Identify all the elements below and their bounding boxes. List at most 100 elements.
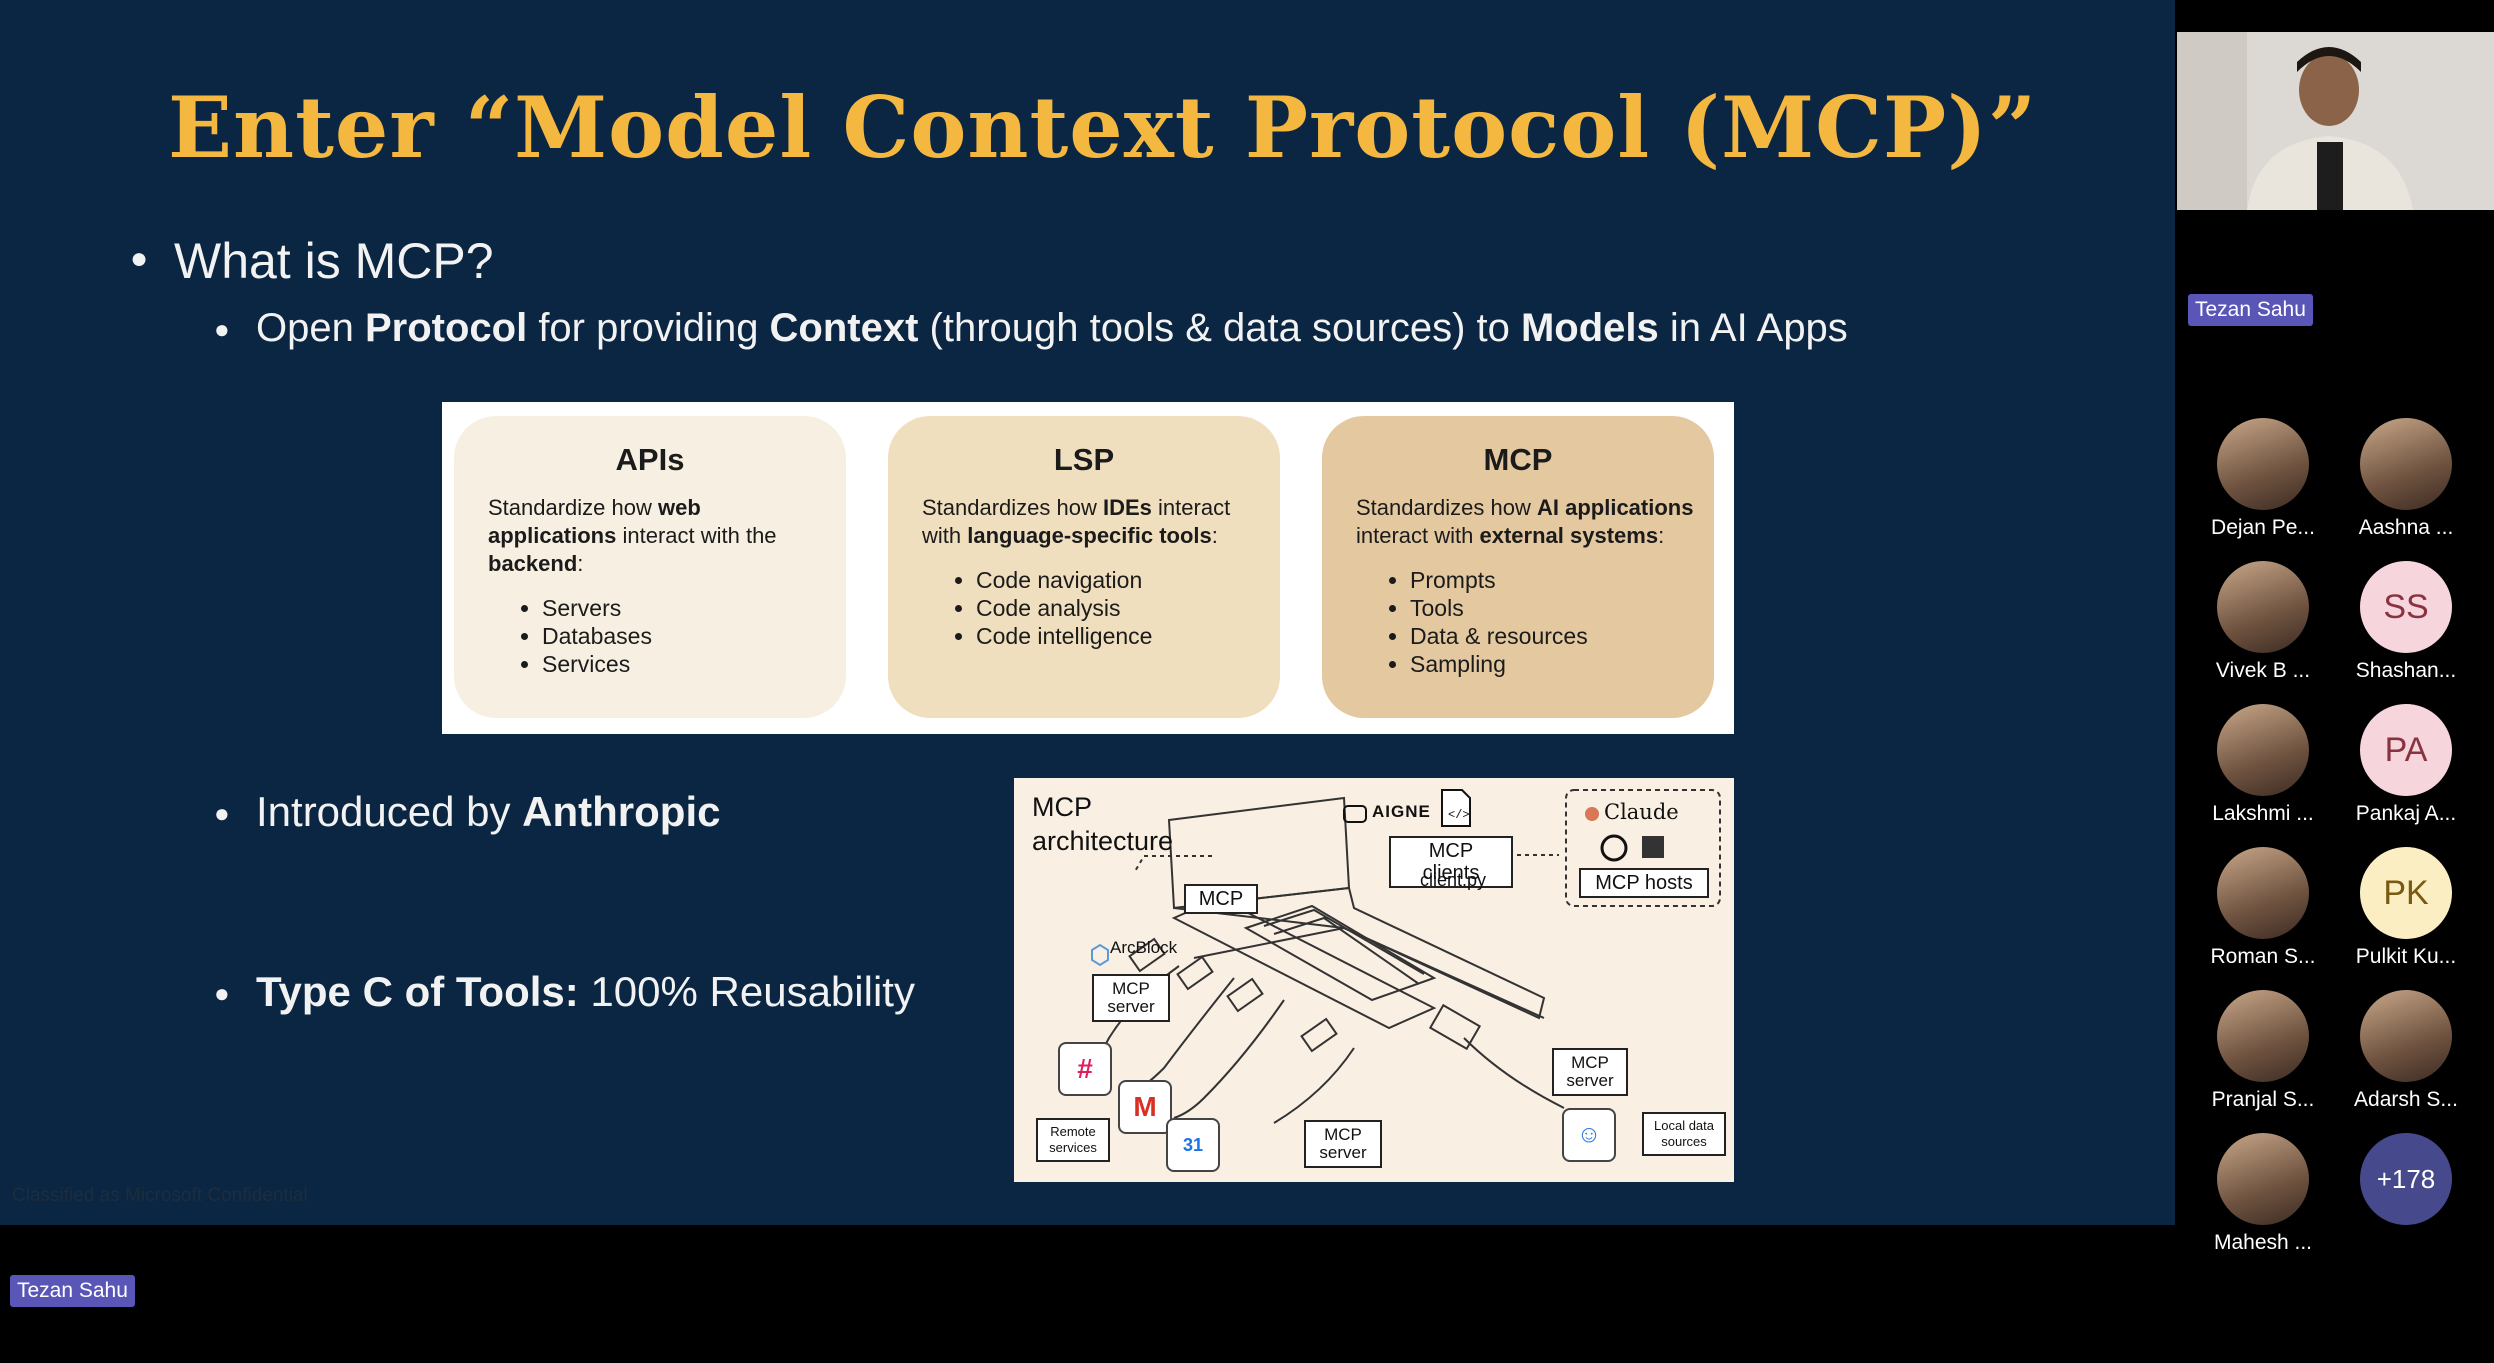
claude-spark-icon	[1585, 807, 1599, 821]
lsp-card: LSP Standardizes how IDEs interact with …	[888, 416, 1280, 718]
list-item: Servers	[542, 594, 846, 622]
cable-4	[1273, 1047, 1355, 1124]
mcp-hub-outline	[1171, 896, 1437, 1030]
local-data-sources-box: Local data sources	[1642, 1112, 1726, 1156]
bullet-type-c: ● Type C of Tools: 100% Reusability	[214, 968, 915, 1015]
participant-name: Mahesh ...	[2213, 1231, 2313, 1254]
list-item: Code analysis	[976, 594, 1280, 622]
laptop-and-cables-illustration: </>	[1073, 789, 1721, 1124]
avatar	[2217, 704, 2309, 796]
usb-plug-2	[1176, 955, 1214, 991]
participant-name: Adarsh S...	[2354, 1088, 2458, 1111]
card-description: Standardizes how AI applications interac…	[1356, 495, 1694, 548]
bullet-what-is-mcp: ● What is MCP?	[130, 233, 494, 289]
slide-title: Enter “Model Context Protocol (MCP)”	[168, 78, 2038, 177]
avatar: PK	[2360, 847, 2452, 939]
participant-tile[interactable]: Adarsh S...	[2341, 990, 2471, 1112]
participant-name: Vivek B ...	[2215, 659, 2311, 682]
participant-tile[interactable]: SS Shashan...	[2341, 561, 2471, 683]
participant-name: Dejan Pe...	[2211, 516, 2315, 539]
more-participants-button[interactable]: +178	[2341, 1133, 2471, 1225]
participant-name: Roman S...	[2210, 945, 2316, 968]
usb-plug-3	[1226, 977, 1264, 1013]
cable-3	[1173, 999, 1285, 1119]
speaker-name-tag: Tezan Sahu	[2188, 294, 2313, 326]
avatar	[2360, 990, 2452, 1082]
participant-name: Pulkit Ku...	[2355, 945, 2457, 968]
participant-tile[interactable]: Lakshmi ...	[2198, 704, 2328, 826]
keyboard-rows	[1263, 908, 1425, 985]
presenter-name-tag: Tezan Sahu	[10, 1275, 135, 1307]
usb-plug-4	[1300, 1017, 1338, 1053]
more-participants-count: +178	[2360, 1133, 2452, 1225]
apis-card: APIs Standardize how web applications in…	[454, 416, 846, 718]
card-description: Standardize how web applications interac…	[488, 495, 777, 576]
aigne-label: AIGNE	[1372, 802, 1431, 821]
participant-tile[interactable]: Roman S...	[2198, 847, 2328, 969]
avatar	[2217, 561, 2309, 653]
avatar	[2217, 847, 2309, 939]
participant-tile[interactable]: PA Pankaj A...	[2341, 704, 2471, 826]
confidentiality-label: Classified as Microsoft Confidential	[12, 1185, 308, 1206]
arcblock-icon	[1091, 943, 1109, 967]
bullet-dot: ●	[130, 242, 149, 275]
cube-icon	[1642, 836, 1664, 858]
dashed-connector-left	[1133, 855, 1212, 874]
list-item: Databases	[542, 622, 846, 650]
participant-tile[interactable]: Vivek B ...	[2198, 561, 2328, 683]
participant-tile[interactable]: Mahesh ...	[2198, 1133, 2328, 1255]
list-item: Data & resources	[1410, 622, 1714, 650]
card-list: Prompts Tools Data & resources Sampling	[1362, 566, 1714, 678]
bullet-definition: ● Open Protocol for providing Context (t…	[214, 306, 1848, 350]
avatar	[2217, 990, 2309, 1082]
hosts-dashed-box	[1565, 789, 1721, 907]
mcp-server-box: MCP server	[1092, 974, 1170, 1022]
mcp-hub-box: MCP	[1184, 884, 1258, 914]
participant-tile[interactable]: Aashna ...	[2341, 418, 2471, 540]
bullet-dot: ●	[214, 798, 230, 828]
card-title: LSP	[1053, 442, 1115, 477]
arcblock-label: ArcBlock	[1110, 938, 1178, 957]
mcp-clients-box: MCP clients	[1389, 836, 1513, 888]
avatar: SS	[2360, 561, 2452, 653]
finder-icon: ☺	[1562, 1108, 1616, 1162]
gmail-icon: M	[1118, 1080, 1172, 1134]
participant-tile[interactable]: Pranjal S...	[2198, 990, 2328, 1112]
mcp-server-box: MCP server	[1304, 1120, 1382, 1168]
avatar	[2217, 418, 2309, 510]
speaker-video-tile[interactable]	[2177, 32, 2494, 210]
bullet-dot: ●	[214, 314, 230, 344]
participant-tile[interactable]: Dejan Pe...	[2198, 418, 2328, 540]
list-item: Sampling	[1410, 650, 1714, 678]
list-item: Code intelligence	[976, 622, 1280, 650]
usb-plug-1	[1128, 937, 1166, 973]
list-item: Services	[542, 650, 846, 678]
calendar-icon: 31	[1166, 1118, 1220, 1172]
slack-icon: #	[1058, 1042, 1112, 1096]
keyboard-outline	[1243, 904, 1437, 1002]
avatar: PA	[2360, 704, 2452, 796]
mcp-hosts-box: MCP hosts	[1579, 868, 1709, 898]
list-item: Code navigation	[976, 566, 1280, 594]
card-title: APIs	[615, 442, 685, 477]
comparison-panel: APIs Standardize how web applications in…	[442, 402, 1734, 734]
list-item: Prompts	[1410, 566, 1714, 594]
avatar	[2360, 418, 2452, 510]
avatar	[2217, 1133, 2309, 1225]
participant-name: Shashan...	[2355, 659, 2457, 682]
card-title: MCP	[1483, 442, 1553, 477]
client-py-label: client.py	[1420, 870, 1487, 890]
participant-tile[interactable]: PK Pulkit Ku...	[2341, 847, 2471, 969]
participant-name: Lakshmi ...	[2212, 802, 2314, 825]
cable-5	[1463, 1037, 1565, 1109]
mcp-card: MCP Standardizes how AI applications int…	[1322, 416, 1714, 718]
shared-slide: Enter “Model Context Protocol (MCP)” ● W…	[0, 0, 2175, 1225]
card-description: Standardizes how IDEs interact with lang…	[922, 495, 1231, 548]
participant-name: Pankaj A...	[2355, 802, 2457, 825]
remote-services-box: Remote services	[1036, 1118, 1110, 1162]
mcp-server-box: MCP server	[1552, 1048, 1628, 1096]
usb-a-plug	[1428, 1003, 1482, 1051]
svg-text:</>: </>	[1448, 808, 1470, 822]
